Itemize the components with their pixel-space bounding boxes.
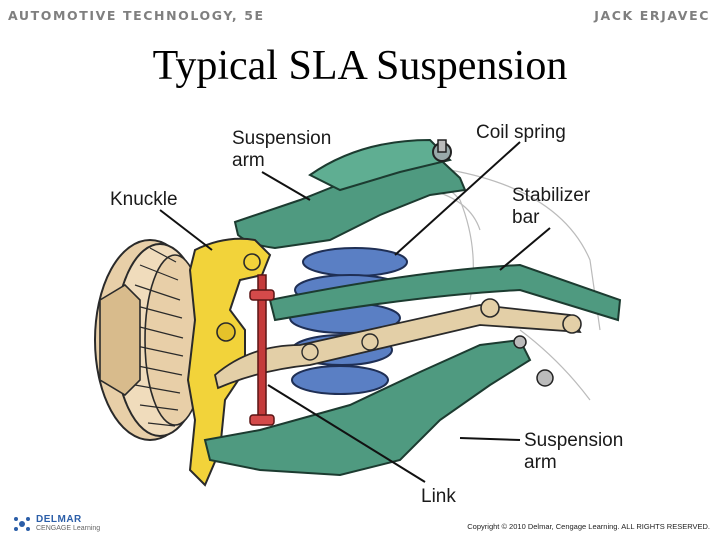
label-stabilizer-bar: Stabilizer bar: [512, 185, 590, 229]
slide-title: Typical SLA Suspension: [152, 43, 568, 89]
stabilizer-bar: [268, 263, 622, 322]
publisher-logo: DELMAR CENGAGE Learning: [12, 514, 100, 534]
stabilizer-link: [249, 274, 275, 426]
tie-rod: [214, 298, 582, 390]
author-name: JACK ERJAVEC: [594, 8, 710, 23]
delmar-logo-icon: [14, 517, 30, 531]
leader-lines: [159, 141, 551, 483]
upper-suspension-arm: [233, 138, 467, 250]
publisher-name: DELMAR: [36, 514, 82, 525]
upper-arm-line2: arm: [232, 150, 265, 171]
label-link: Link: [421, 486, 456, 507]
book-title: AUTOMOTIVE TECHNOLOGY, 5E: [8, 8, 265, 23]
coil-spring: [289, 247, 408, 395]
copyright-notice: Copyright © 2010 Delmar, Cengage Learnin…: [467, 522, 710, 531]
label-upper-suspension-arm: Suspension arm: [232, 128, 331, 172]
lower-arm-line2: arm: [524, 452, 557, 473]
steering-knuckle: [186, 237, 272, 487]
publisher-subname: CENGAGE Learning: [36, 525, 101, 532]
brake-rotor: [94, 239, 206, 441]
stabilizer-line1: Stabilizer: [512, 185, 591, 206]
label-coil-spring: Coil spring: [476, 122, 566, 143]
label-lower-suspension-arm: Suspension arm: [524, 430, 623, 474]
stabilizer-line2: bar: [512, 207, 540, 228]
upper-arm-line1: Suspension: [232, 128, 332, 149]
lower-arm-line1: Suspension: [524, 430, 624, 451]
lower-suspension-arm: [203, 335, 554, 477]
label-knuckle: Knuckle: [110, 189, 178, 210]
